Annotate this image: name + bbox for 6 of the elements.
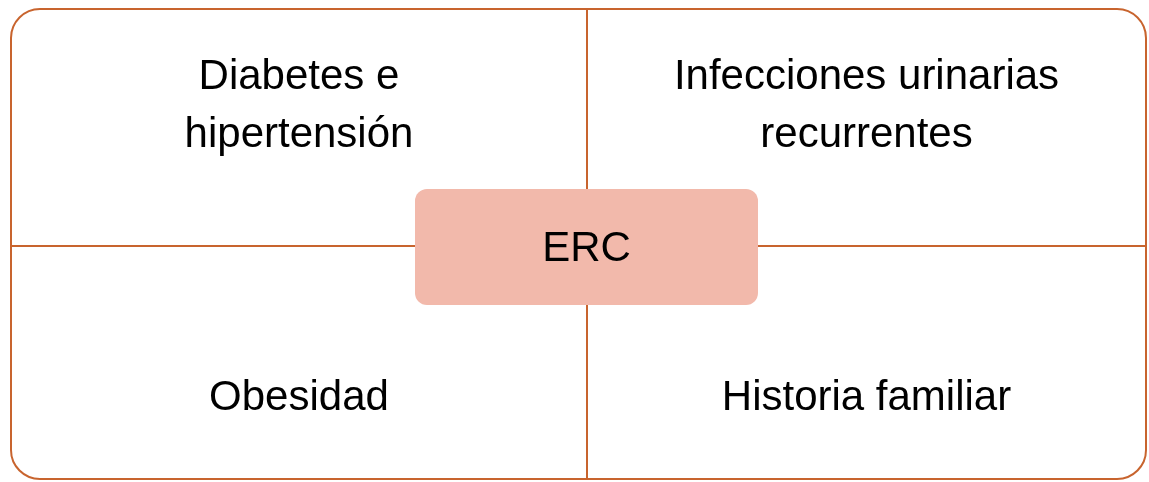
node-label: Historia familiar [721,371,1012,421]
node-label: Infecciones urinarias recurrentes [672,50,1061,158]
center-box [415,189,758,305]
node-label: Obesidad [209,371,389,421]
node-label: Diabetes e hipertensión [183,50,415,158]
node-label: ERC [542,223,631,271]
